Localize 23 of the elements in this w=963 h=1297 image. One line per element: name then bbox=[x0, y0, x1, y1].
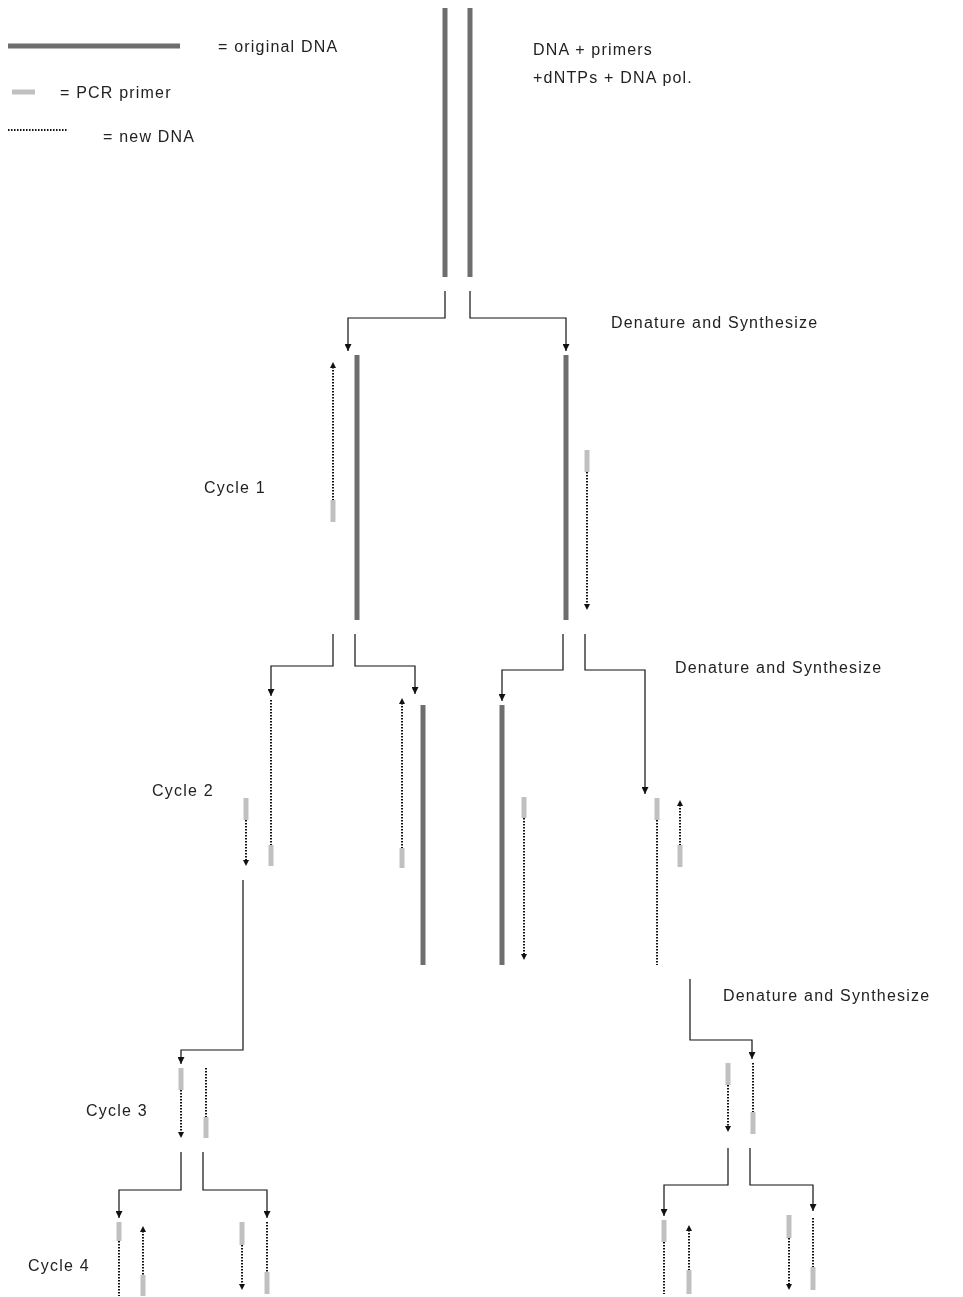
bent-arrow bbox=[344, 290, 446, 352]
bent-arrow bbox=[177, 879, 244, 1065]
cycle-label: Cycle 4 bbox=[28, 1257, 90, 1275]
bent-arrow bbox=[115, 1151, 182, 1219]
legend-text: = new DNA bbox=[103, 128, 196, 146]
cycle-label: Cycle 3 bbox=[86, 1102, 148, 1120]
step-label: Denature and Synthesize bbox=[611, 314, 819, 332]
reagents-note: DNA + primers +dNTPs + DNA pol. bbox=[533, 40, 695, 88]
bent-arrow bbox=[498, 633, 564, 702]
bent-arrow bbox=[660, 1147, 729, 1217]
step-label: Denature and Synthesize bbox=[723, 987, 931, 1005]
legend-text: = PCR primer bbox=[60, 84, 172, 102]
bent-arrow bbox=[689, 978, 756, 1060]
bent-arrow bbox=[584, 633, 649, 795]
cycle-label: Cycle 1 bbox=[204, 479, 266, 497]
bent-arrow bbox=[469, 290, 570, 352]
bent-arrow bbox=[202, 1151, 271, 1219]
bent-arrow bbox=[354, 633, 419, 695]
bent-arrow bbox=[749, 1147, 817, 1212]
bent-arrow bbox=[267, 633, 334, 697]
step-label: Denature and Synthesize bbox=[675, 659, 883, 677]
cycle-label: Cycle 2 bbox=[152, 782, 214, 800]
legend-text: = original DNA bbox=[218, 38, 339, 56]
